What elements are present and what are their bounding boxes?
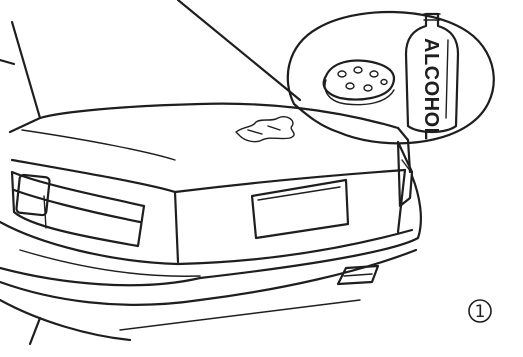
stain-mark-icon bbox=[236, 117, 294, 142]
callout-bubble bbox=[288, 12, 494, 143]
alcohol-bottle-icon: ALCOHOL bbox=[406, 14, 458, 140]
lower-body bbox=[0, 300, 360, 344]
license-plate-recess bbox=[252, 180, 348, 238]
bottle-label: ALCOHOL bbox=[420, 38, 442, 140]
sponge-icon bbox=[324, 61, 394, 105]
rear-window bbox=[0, 0, 300, 118]
figure-number: 1 bbox=[475, 302, 486, 322]
figure-number-badge: 1 bbox=[469, 300, 491, 322]
tail-light-left bbox=[12, 172, 144, 246]
trunk-lid bbox=[10, 104, 410, 262]
rear-bumper bbox=[0, 176, 421, 305]
